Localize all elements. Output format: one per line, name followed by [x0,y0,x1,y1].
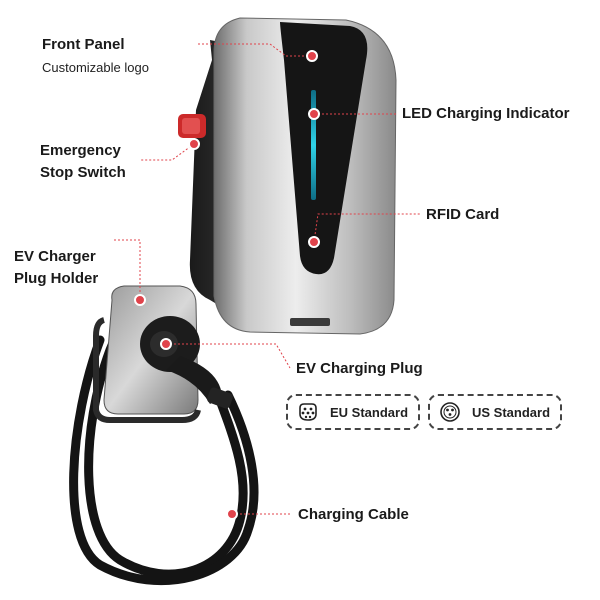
label-charging-plug: EV Charging Plug [296,360,423,377]
marker-plug-holder [134,294,146,306]
label-rfid-card: RFID Card [426,206,500,223]
charger-body [178,17,397,335]
label-led-indicator: LED Charging Indicator [402,105,570,122]
eu-standard-box: EU Standard [286,394,420,430]
label-front-panel-sub: Customizable logo [42,60,149,75]
eu-standard-label: EU Standard [330,404,409,420]
us-plug-icon [440,402,460,422]
marker-charging-cable [226,508,238,520]
eu-plug-icon [299,403,317,421]
marker-rfid [308,236,320,248]
callout-markers [134,50,320,520]
marker-front-panel [306,50,318,62]
marker-led [308,108,320,120]
label-plug-holder-line2: Plug Holder [14,270,99,287]
marker-emergency [188,138,200,150]
us-standard-box: US Standard [428,394,562,430]
label-charging-cable: Charging Cable [298,506,409,523]
us-standard-label: US Standard [472,404,551,420]
label-front-panel: Front Panel [42,36,125,53]
label-plug-holder-line1: EV Charger [14,248,96,265]
leader-lines [112,43,420,515]
label-emergency-line1: Emergency [40,142,121,159]
label-emergency-line2: Stop Switch [40,164,126,181]
marker-charging-plug [160,338,172,350]
led-charging-indicator [311,90,316,200]
display-window [280,22,368,275]
